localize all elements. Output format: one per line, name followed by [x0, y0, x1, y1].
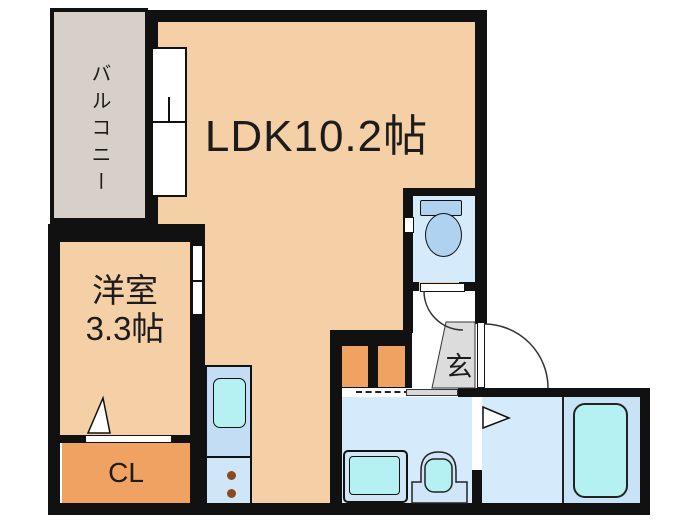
wall-toilet-top	[403, 188, 483, 196]
washing-machine-pan	[343, 450, 408, 503]
stove-burner-dot	[227, 489, 236, 498]
wall-left	[48, 224, 60, 515]
wall-closet-door-stub-right	[172, 435, 190, 443]
wall-bath-top	[458, 388, 650, 397]
bathroom-door-opening	[472, 397, 482, 470]
wall-toilet-door-stub-left	[403, 282, 419, 291]
washroom-opening	[342, 388, 458, 397]
washing-machine	[349, 456, 400, 495]
wall-bottom	[48, 503, 650, 515]
western-room-sliding-door	[191, 244, 204, 316]
storage-box-right	[378, 346, 405, 387]
wall-western-top	[48, 224, 205, 242]
stove-burner-dot	[227, 471, 236, 480]
wall-toilet-left	[403, 188, 413, 333]
wall-balcony-rail-bottom	[50, 218, 148, 224]
entrance-door-leaf	[477, 322, 485, 388]
bathroom-floor	[482, 397, 562, 503]
closet-door-bar	[85, 435, 172, 443]
storage-box-left	[342, 346, 368, 387]
western-room-floor	[60, 242, 190, 435]
wall-balcony-rail-left	[50, 8, 54, 224]
bathtub	[573, 403, 628, 498]
closet-floor	[62, 443, 190, 503]
balcony-floor	[54, 12, 146, 218]
wall-top	[148, 10, 487, 22]
toilet-paper-holder	[404, 217, 414, 233]
wall-closet-door-stub-left	[60, 435, 85, 443]
washroom-sliding-door	[406, 389, 458, 396]
wall-washroom-left	[330, 388, 342, 515]
opening-dashed-line	[356, 391, 410, 393]
kitchen-sink	[213, 378, 246, 428]
wall-right-upper	[475, 10, 487, 324]
entrance-door-arc	[483, 323, 549, 389]
wall-washroom-bath-lower	[472, 470, 482, 510]
balcony-window	[151, 47, 187, 197]
toilet-door-leaf	[420, 283, 465, 292]
wall-bath-right	[640, 388, 650, 515]
hallway-floor	[403, 291, 475, 388]
toilet-bowl	[425, 213, 462, 257]
kitchen-unit	[205, 365, 252, 505]
wall-balcony-rail-top	[50, 8, 148, 12]
wall-toilet-door-stub-right	[459, 282, 475, 291]
